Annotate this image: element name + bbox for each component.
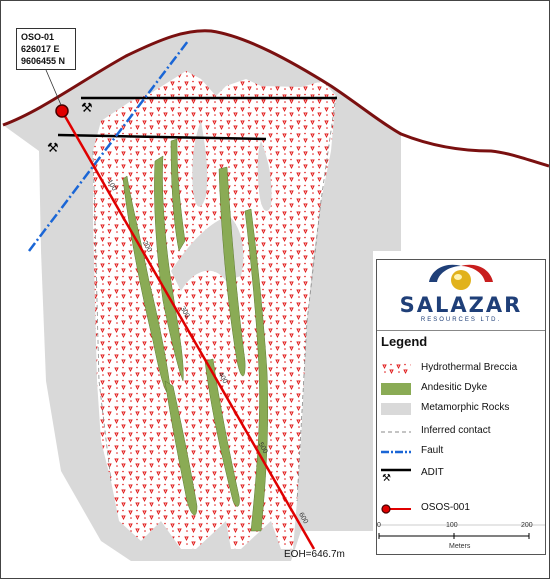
legend-item-contact: Inferred contact (377, 423, 545, 441)
drillhole-trace (60, 110, 316, 550)
drillhole-collar (55, 104, 69, 118)
inferred-contacts (92, 95, 337, 502)
legend-label: OSOS-001 (421, 502, 470, 513)
company-name: SALAZAR (399, 293, 523, 317)
legend-title: Legend (381, 334, 428, 349)
logo-emblem-icon (429, 264, 493, 290)
legend-item-dyke: Andesitic Dyke (377, 380, 545, 398)
drillhole-northing: 9606455 N (21, 56, 66, 66)
metamorphic-lens (257, 141, 272, 211)
scale-bar-graphic (377, 524, 545, 539)
legend-label: ADIT (421, 467, 444, 478)
scale-tick-label: 100 (446, 522, 458, 529)
company-subtitle: RESOURCES LTD. (420, 317, 502, 323)
depth-label: 600 (297, 511, 309, 525)
depth-label: 300 (179, 306, 191, 320)
legend-label: Metamorphic Rocks (421, 402, 510, 413)
legend-item-drillhole: OSOS-001 (377, 500, 545, 518)
company-logo: SALAZAR RESOURCES LTD. (377, 260, 545, 328)
adit-icon: ⚒ (81, 101, 93, 116)
adit-icon: ⚒ (381, 468, 411, 481)
depth-label: 100 (106, 179, 118, 193)
legend-label: Fault (421, 445, 444, 456)
scale-unit: Meters (449, 543, 471, 550)
legend-item-breccia: Hydrothermal Breccia (377, 360, 545, 378)
depth-labels: 100 200 300 400 500 600 (106, 179, 309, 526)
callout-leader (45, 69, 62, 106)
scale-tick-label: 200 (521, 522, 533, 529)
end-of-hole-label: EOH=646.7m (284, 549, 345, 560)
drillhole-easting: 626017 E (21, 44, 60, 54)
legend-item-fault: Fault (377, 443, 545, 461)
svg-text:⚒: ⚒ (382, 473, 391, 481)
drillhole-icon (381, 504, 411, 514)
legend-item-metamorphic: Metamorphic Rocks (377, 400, 545, 418)
depth-label: 200 (141, 240, 153, 254)
drillhole-name: OSO-01 (21, 32, 55, 42)
scale-tick-label: 0 (377, 522, 381, 529)
drillhole-callout: OSO-01 626017 E 9606455 N (16, 28, 76, 70)
legend-divider (377, 330, 545, 331)
legend-item-adit: ⚒ ADIT (377, 465, 545, 483)
adit-icon: ⚒ (47, 141, 59, 156)
adit-lower (57, 133, 267, 141)
andesitic-dykes (122, 138, 268, 532)
legend-label: Andesitic Dyke (421, 382, 488, 393)
legend-label: Hydrothermal Breccia (421, 362, 518, 373)
legend-label: Inferred contact (421, 425, 491, 436)
topography-line (2, 29, 549, 168)
depth-label: 400 (216, 371, 228, 385)
dyke-swatch-icon (381, 383, 411, 395)
metamorphic-lens (192, 121, 208, 207)
hydrothermal-breccia-area (93, 71, 336, 549)
fault-line (28, 40, 189, 252)
scale-bar: 0 100 200 Meters (377, 522, 545, 554)
dashed-line-icon (381, 431, 411, 433)
fault-line-icon (381, 450, 411, 454)
metamorphic-swatch-icon (381, 403, 411, 415)
depth-label: 500 (257, 441, 269, 455)
breccia-pattern-icon (381, 362, 411, 376)
legend-panel: SALAZAR RESOURCES LTD. Legend Hydrotherm… (376, 259, 546, 555)
